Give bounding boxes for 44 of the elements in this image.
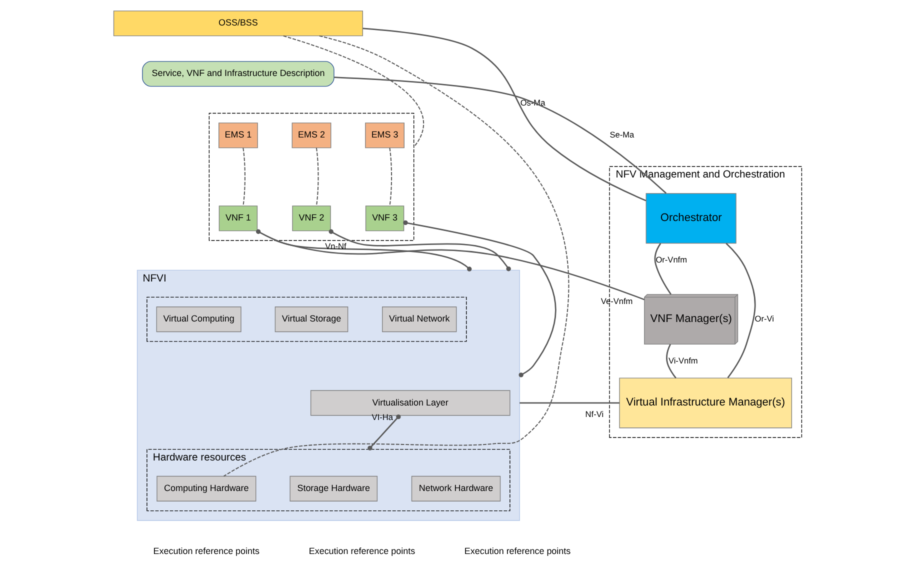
- connector: [256, 229, 472, 272]
- node-box: Virtual Network: [382, 306, 457, 332]
- node-box: VNF 1: [218, 206, 258, 232]
- connector: [368, 414, 401, 450]
- connector: [654, 243, 672, 295]
- legend-label: Execution reference points: [308, 546, 416, 556]
- node-box: Virtual Computing: [156, 306, 242, 332]
- edge-label: Vn-Nf: [325, 241, 346, 252]
- connector: [389, 148, 392, 206]
- node-box: Orchestrator: [646, 193, 736, 244]
- connector: [520, 402, 620, 404]
- edge-label: Se-Ma: [610, 130, 634, 140]
- connector: [362, 28, 646, 202]
- edge-label: Or-Vi: [754, 313, 774, 324]
- node-box: VNF 2: [292, 206, 331, 232]
- connector: [328, 229, 511, 272]
- connector: [275, 240, 645, 300]
- node-box: Computing Hardware: [156, 476, 256, 502]
- edge-label: Vi-Vnfm: [668, 355, 698, 366]
- connector: [403, 220, 556, 378]
- connector: [242, 148, 246, 206]
- edge-label: Ve-Vnfm: [600, 296, 633, 306]
- edge-label: Or-Vnfm: [656, 254, 688, 264]
- legend-label: Execution reference points: [153, 546, 260, 556]
- cluster: [208, 112, 414, 241]
- legend-label: Execution reference points: [464, 546, 571, 556]
- connector: [334, 76, 667, 194]
- node-box: EMS 2: [292, 122, 332, 148]
- node-box: Virtual Infrastructure Manager(s): [619, 378, 792, 428]
- node-box: OSS/BSS: [113, 10, 364, 36]
- connector: [726, 242, 756, 378]
- node-box: EMS 3: [365, 122, 404, 148]
- node-box: Network Hardware: [411, 476, 501, 502]
- connector: [224, 35, 569, 477]
- node-box: Virtual Storage: [274, 306, 348, 332]
- connector: [283, 35, 424, 148]
- node-box: EMS 1: [218, 122, 258, 148]
- connector: [666, 344, 676, 378]
- cluster: [146, 296, 467, 342]
- connector: [316, 148, 319, 206]
- node-box: Service, VNF and Infrastructure Description: [142, 61, 334, 87]
- node-box: VNF 3: [365, 206, 404, 232]
- edge-label: Nf-Vi: [585, 408, 604, 419]
- node-box: Storage Hardware: [290, 476, 378, 502]
